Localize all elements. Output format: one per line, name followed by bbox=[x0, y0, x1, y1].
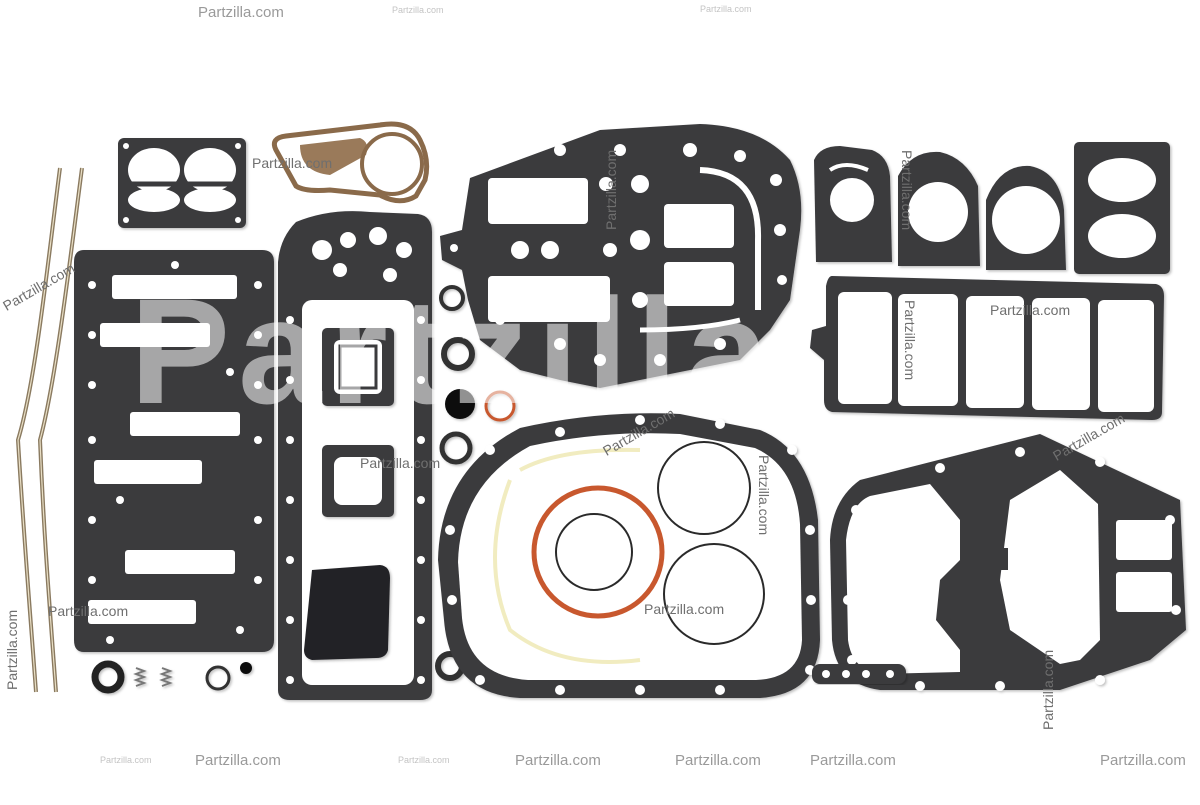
carb-base-gasket bbox=[1074, 142, 1170, 274]
watermark-inline-6: Partzilla.com bbox=[360, 455, 441, 471]
watermark-inline-8: Partzilla.com bbox=[756, 455, 772, 536]
watermark-inline-1: Partzilla.com bbox=[252, 155, 333, 171]
watermark-inline-2: Partzilla.com bbox=[603, 149, 619, 230]
watermark-inline-9: Partzilla.com bbox=[644, 601, 725, 617]
watermark-top-1: Partzilla.com bbox=[198, 4, 284, 21]
small-seals bbox=[91, 285, 516, 694]
cord-seal-strips bbox=[15, 167, 84, 693]
watermark-bottom-5: Partzilla.com bbox=[675, 752, 761, 769]
small-strip-gasket bbox=[812, 664, 906, 684]
water-pump-gaskets bbox=[814, 146, 1066, 270]
reed-block-gasket bbox=[304, 328, 394, 660]
watermark-bottom-2: Partzilla.com bbox=[195, 752, 281, 769]
intake-manifold-gasket bbox=[810, 276, 1164, 420]
cylinder-head-gasket bbox=[440, 124, 802, 388]
watermark-bottom-3: Partzilla.com bbox=[398, 755, 450, 765]
reed-plate-gasket bbox=[74, 250, 274, 652]
watermark-bottom-6: Partzilla.com bbox=[810, 752, 896, 769]
cork-gasket bbox=[271, 121, 430, 204]
watermark-bottom-1: Partzilla.com bbox=[100, 755, 152, 765]
watermark-bottom-4: Partzilla.com bbox=[515, 752, 601, 769]
carb-flange-gasket bbox=[118, 138, 246, 228]
watermark-inline-4: Partzilla.com bbox=[990, 302, 1071, 318]
adapter-plate-gasket bbox=[438, 413, 820, 698]
watermark-top-2: Partzilla.com bbox=[392, 5, 444, 15]
watermark-inline-11: Partzilla.com bbox=[4, 609, 20, 690]
watermark-inline-13: Partzilla.com bbox=[1040, 649, 1056, 730]
watermark-bottom-7: Partzilla.com bbox=[1100, 752, 1186, 769]
watermark-inline-3: Partzilla.com bbox=[899, 150, 915, 231]
large-watermark: Partzilla bbox=[130, 267, 778, 435]
watermark-inline-5: Partzilla.com bbox=[902, 300, 918, 381]
watermark-inline-10: Partzilla.com bbox=[48, 603, 129, 619]
exhaust-plate-gasket bbox=[830, 434, 1186, 691]
watermark-top-3: Partzilla.com bbox=[700, 4, 752, 14]
